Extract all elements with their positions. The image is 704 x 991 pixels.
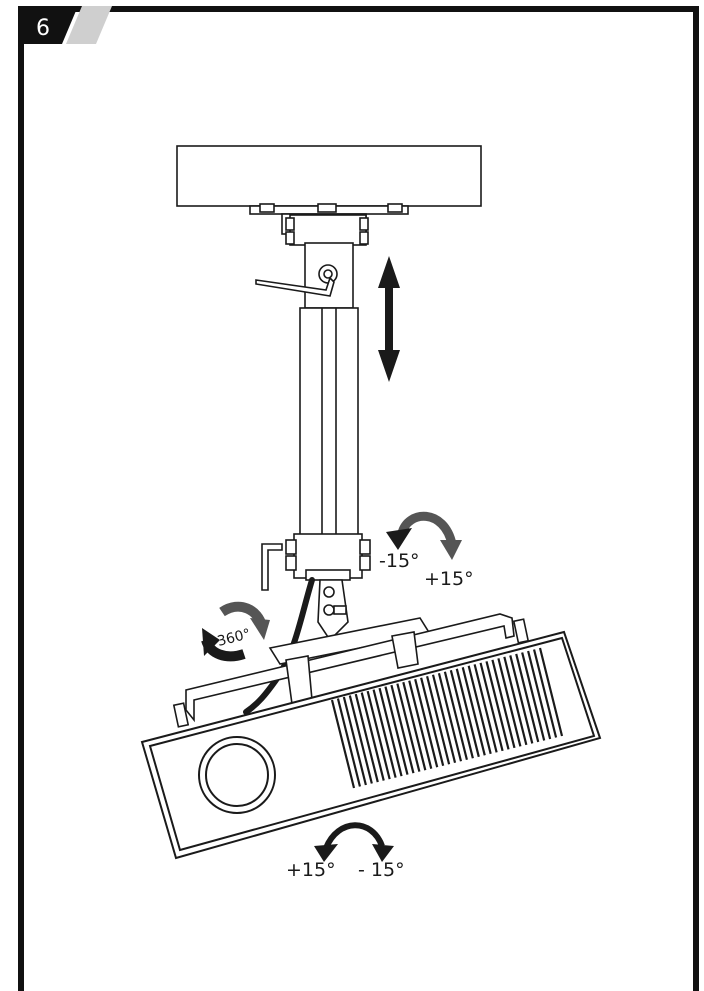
vent-slat: [449, 670, 474, 759]
vent-slat: [360, 692, 385, 781]
vent-slat: [532, 649, 558, 738]
projector-body: [140, 630, 602, 860]
vent-slat: [402, 681, 427, 771]
vent-slat: [414, 678, 439, 768]
vent-slat: [372, 689, 397, 778]
rotate-360-label: 360°: [216, 626, 253, 650]
vent-slat: [509, 655, 534, 744]
vent-slat: [538, 647, 564, 737]
vent-slat: [497, 658, 522, 747]
vent-slat: [515, 653, 540, 743]
height-adjust-arrow-icon: [378, 256, 400, 382]
page-frame: [18, 6, 699, 991]
tilt-minus-label: -15°: [379, 550, 420, 572]
vent-slat: [420, 677, 445, 766]
vent-slat: [426, 675, 451, 765]
vent-slat: [467, 665, 492, 755]
vent-slat: [390, 684, 415, 774]
vent-slat: [485, 661, 510, 750]
vent-slat: [342, 696, 367, 786]
vent-slat: [479, 662, 504, 752]
swivel-minus-label: - 15°: [358, 859, 405, 881]
vent-slat: [348, 695, 373, 784]
swivel-plus-label: +15°: [286, 859, 336, 881]
vent-slat: [408, 680, 433, 769]
vent-slat: [443, 671, 468, 761]
vent-slat: [431, 674, 457, 764]
vent-slat: [521, 652, 546, 741]
step-number: 6: [36, 16, 50, 41]
tilt-arrow-icon: [386, 511, 462, 560]
vent-slat: [527, 650, 552, 740]
projector-mount: [172, 613, 530, 728]
vent-slat: [366, 690, 391, 780]
vent-slat: [378, 687, 403, 777]
vent-slat: [330, 699, 356, 789]
hex-key-icon: [261, 543, 283, 591]
swivel-arrow-icon: [314, 822, 394, 862]
vent-slat: [396, 683, 421, 772]
vent-slat: [336, 698, 362, 787]
hex-key-icon: [255, 276, 335, 297]
vent-slat: [354, 693, 379, 783]
vent-slat: [455, 668, 480, 758]
vent-slat: [437, 672, 463, 762]
extension-pole: [299, 307, 359, 537]
vent-slat: [503, 656, 528, 746]
step-tab: 6: [18, 6, 112, 44]
vent-slat: [473, 664, 498, 753]
vent-slat: [461, 667, 486, 756]
swivel-joint: [317, 579, 349, 642]
rotate-360-arrow-icon: [201, 601, 270, 662]
vent-slat: [491, 659, 516, 749]
projector-vents: [330, 647, 564, 789]
height-lock-bolt: [318, 264, 338, 284]
tilt-plus-label: +15°: [424, 568, 474, 590]
vent-slat: [384, 686, 409, 775]
lower-bracket: [285, 533, 371, 581]
